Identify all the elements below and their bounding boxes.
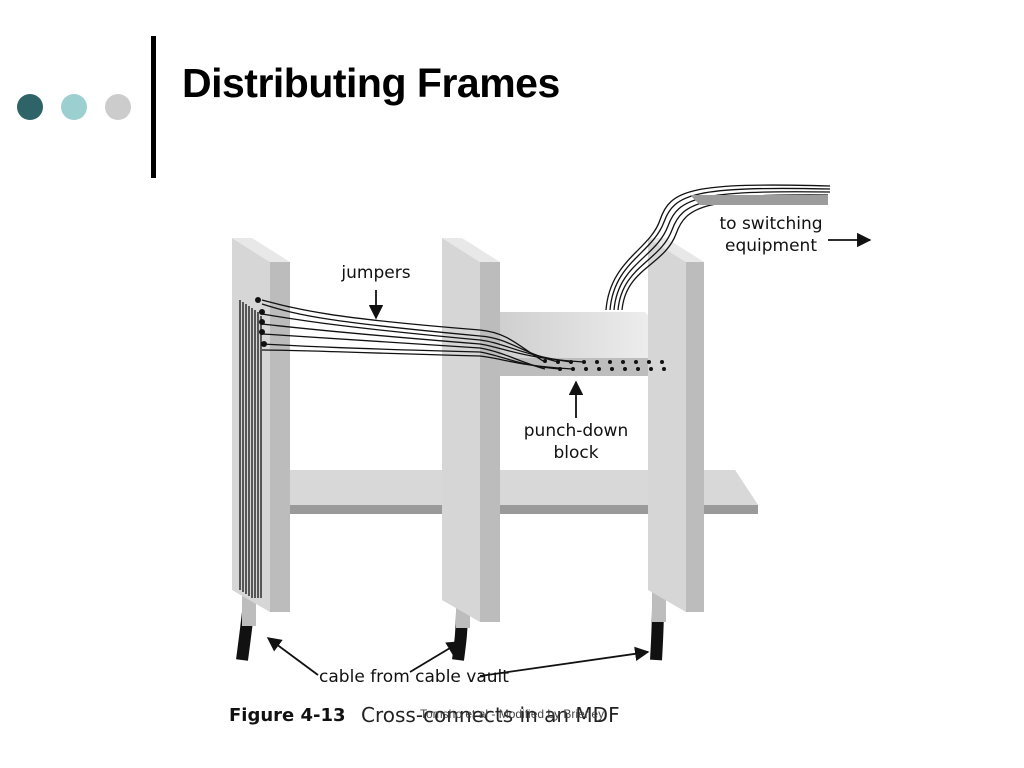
decor-dot-gray — [105, 94, 131, 120]
punch-down-top — [500, 312, 686, 358]
left-panel-top — [232, 238, 290, 262]
decor-dot-teal — [61, 94, 87, 120]
right-panel-face — [648, 238, 686, 612]
switching-label-line1: to switching — [719, 214, 823, 234]
switching-plate — [690, 195, 828, 205]
lower-shelf-front — [290, 505, 758, 514]
middle-panel-face — [442, 238, 480, 622]
right-shelf-top — [704, 470, 758, 505]
left-panel-connectors — [255, 297, 267, 347]
punch-down-front — [500, 358, 686, 376]
left-panel-face — [232, 238, 270, 612]
slide-title: Distributing Frames — [182, 60, 560, 106]
punch-down-label: punch-down block — [514, 420, 638, 464]
switching-label: to switching equipment — [705, 213, 837, 257]
jumper-wires — [261, 299, 585, 370]
lower-shelf-top — [268, 470, 758, 505]
jumpers-label: jumpers — [341, 263, 411, 283]
decor-dot-dark — [17, 94, 43, 120]
middle-panel-top — [442, 238, 500, 262]
slide-footer: Tomsho et al - Modified by Brierley — [420, 707, 605, 721]
middle-panel-edge — [480, 262, 500, 622]
left-panel-cables — [239, 300, 262, 598]
right-panel-edge — [686, 262, 704, 612]
left-panel-edge — [270, 262, 290, 612]
right-panel-top — [648, 238, 704, 262]
figure-caption: Cross-connects in an MDF — [361, 703, 620, 727]
punch-down-label-line2: block — [553, 443, 599, 463]
figure-number: Figure 4-13 — [229, 705, 346, 726]
cable-vault-label: cable from cable vault — [319, 667, 509, 687]
pointer-arrows — [266, 232, 872, 677]
punch-down-label-line1: punch-down — [523, 421, 629, 441]
switching-label-line2: equipment — [725, 236, 817, 256]
title-rule — [151, 36, 156, 178]
